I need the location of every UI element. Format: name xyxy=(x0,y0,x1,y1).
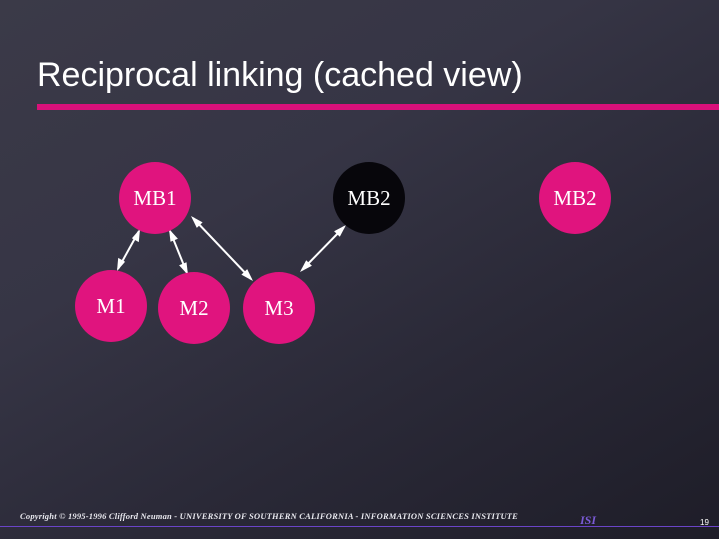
arrowhead xyxy=(300,260,312,272)
arrowhead xyxy=(191,216,203,228)
node-label: MB2 xyxy=(553,185,597,210)
node-mb2-pink: MB2 xyxy=(539,162,611,234)
node-label: M1 xyxy=(96,293,126,318)
node-mb1: MB1 xyxy=(119,162,191,234)
link-mb1-m3 xyxy=(192,217,252,280)
copyright-notice: Copyright © 1995-1996 Clifford Neuman - … xyxy=(20,511,519,521)
node-m2: M2 xyxy=(158,272,230,344)
node-label: M2 xyxy=(179,295,209,320)
node-label: MB2 xyxy=(347,185,391,210)
node-label: M3 xyxy=(264,295,294,320)
isi-logo: ISI xyxy=(580,513,597,527)
arrowhead xyxy=(241,269,253,281)
page-number: 19 xyxy=(700,518,709,527)
node-m3: M3 xyxy=(243,272,315,344)
arrowhead xyxy=(131,229,140,243)
arrowhead xyxy=(169,229,178,242)
arrowhead xyxy=(334,225,346,237)
arrowhead xyxy=(179,262,188,275)
arrowhead xyxy=(117,257,126,271)
title-underline xyxy=(37,104,719,110)
footer-divider xyxy=(0,526,719,527)
node-label: MB1 xyxy=(133,185,177,210)
node-m1: M1 xyxy=(75,270,147,342)
link-m3-mb2 xyxy=(301,226,345,271)
slide-title: Reciprocal linking (cached view) xyxy=(37,56,523,94)
node-mb2-dark: MB2 xyxy=(333,162,405,234)
